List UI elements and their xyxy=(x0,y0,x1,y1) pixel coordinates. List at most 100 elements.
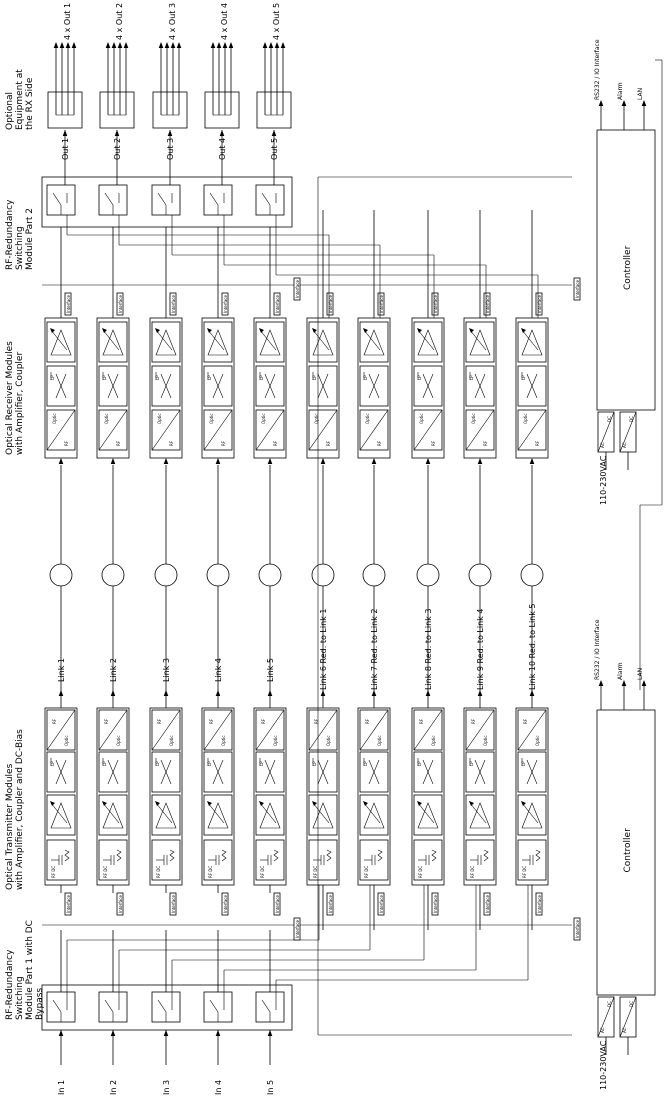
converter-diagonal xyxy=(597,411,615,453)
amplifier-cell xyxy=(151,794,181,836)
lowpass-coupler-cell: LP xyxy=(151,751,181,793)
interface-label-1: Alarm xyxy=(617,82,624,100)
switch-blade xyxy=(261,999,271,1013)
coupler-cross xyxy=(264,759,276,785)
converter-label: RF xyxy=(365,718,370,724)
output-label-4: Out 4 xyxy=(218,138,227,160)
heading-rf_switch_2: RF-Redundancy xyxy=(5,199,15,270)
dc-bias-cell: RF DC xyxy=(203,839,233,881)
arrowhead xyxy=(621,680,627,686)
lowpass-coupler-cell: LP xyxy=(46,751,76,793)
rf-dc-label: RF DC xyxy=(313,866,318,878)
link-label-9: Link 9 Red. to Link 4 xyxy=(476,609,485,690)
amplifier-triangle xyxy=(363,329,385,356)
amplifier-cell xyxy=(151,321,181,363)
converter-label: RF xyxy=(209,718,214,724)
gain-arrowhead xyxy=(417,328,422,333)
gain-arrow xyxy=(469,329,487,351)
switch-blade xyxy=(104,999,114,1013)
coupler-cross xyxy=(368,759,380,785)
input-label-5: In 5 xyxy=(266,1080,275,1095)
link-label-7: Link 7 Red. to Link 2 xyxy=(370,609,379,690)
arrowhead xyxy=(267,690,273,696)
lp-label: LP xyxy=(102,761,107,766)
arrowhead xyxy=(158,42,164,48)
converter-label: Optic xyxy=(116,735,121,746)
controller-label: Controller xyxy=(623,828,633,873)
gain-arrowhead xyxy=(363,801,368,806)
arrowhead xyxy=(176,42,182,48)
coupler-cross xyxy=(264,373,276,399)
fanout-label-4: 4 x Out 4 xyxy=(220,3,229,40)
gain-arrowhead xyxy=(207,801,212,806)
interface-label: Interface xyxy=(171,295,176,313)
arrowhead xyxy=(114,130,120,136)
converter-label: Optic xyxy=(52,413,57,424)
amplifier-cell xyxy=(465,321,495,363)
amplifier-cell xyxy=(98,321,128,363)
rf-dc-label: RF DC xyxy=(418,866,423,878)
interface-label-2: LAN xyxy=(637,668,644,680)
lowpass-coupler-cell: LP xyxy=(308,751,338,793)
ac-label: AC xyxy=(622,442,627,448)
fanout-label-1: 4 x Out 1 xyxy=(63,3,72,40)
interface-tag: Interface xyxy=(573,917,581,941)
switch-blade xyxy=(52,999,62,1013)
converter-label: Optic xyxy=(377,735,382,746)
gain-arrowhead xyxy=(469,328,474,333)
arrowhead xyxy=(163,690,169,696)
converter-diagonal xyxy=(359,409,389,451)
arrowhead xyxy=(529,458,535,464)
inductor xyxy=(431,849,437,862)
coupler-cross xyxy=(526,373,538,399)
inductor xyxy=(326,849,332,862)
interface-tag xyxy=(221,892,229,916)
lowpass-coupler-cell: LP xyxy=(308,365,338,407)
interface-tag: Interface xyxy=(483,892,491,916)
lp-label: LP xyxy=(363,761,368,766)
amplifier-cell xyxy=(359,321,389,363)
arrowhead xyxy=(641,100,647,106)
gain-arrowhead xyxy=(50,801,55,806)
interface-tag xyxy=(273,892,281,916)
interface-tag: Interface xyxy=(326,292,334,316)
converter-label: Optic xyxy=(365,413,370,424)
gain-arrow xyxy=(312,329,330,351)
lp-label: LP xyxy=(259,761,264,766)
interface-label: Interface xyxy=(575,920,580,938)
interface-tag xyxy=(293,277,301,301)
amplifier-cell xyxy=(98,794,128,836)
fiber-spool xyxy=(416,563,440,587)
amplifier-cell xyxy=(46,321,76,363)
interface-tag xyxy=(377,292,385,316)
gain-arrow xyxy=(50,802,68,824)
coupler-cross xyxy=(55,373,67,399)
converter-diagonal xyxy=(308,409,338,451)
converter-label: RF xyxy=(377,440,382,446)
heading-optional: the RX Side xyxy=(25,77,35,130)
interface-label-0: RS232 / IO Interface xyxy=(594,39,601,100)
amplifier-cell xyxy=(98,321,128,363)
dc-bias-cell: RF DC xyxy=(46,839,76,881)
switch-blade xyxy=(52,192,62,206)
link-label-5: Link 5 xyxy=(266,658,275,682)
splitter-unit xyxy=(47,91,83,129)
splitter-unit xyxy=(152,91,188,129)
converter-diagonal xyxy=(151,709,181,751)
arrowhead xyxy=(163,1030,169,1036)
amplifier-cell xyxy=(517,794,547,836)
amplifier-triangle xyxy=(207,802,229,829)
converter-label: Optic xyxy=(471,413,476,424)
controller-box xyxy=(596,129,656,411)
amplifier-cell xyxy=(46,321,76,363)
arrowhead xyxy=(222,42,228,48)
lowpass-coupler-cell: LP xyxy=(359,365,389,407)
ac-label: AC xyxy=(600,1027,605,1033)
converter-cell: RF Optic xyxy=(359,709,389,751)
arrowhead xyxy=(71,42,77,48)
interface-label-2: LAN xyxy=(637,88,644,100)
heading-rf_switch_1: Module Part 1 with DC xyxy=(25,920,35,1020)
